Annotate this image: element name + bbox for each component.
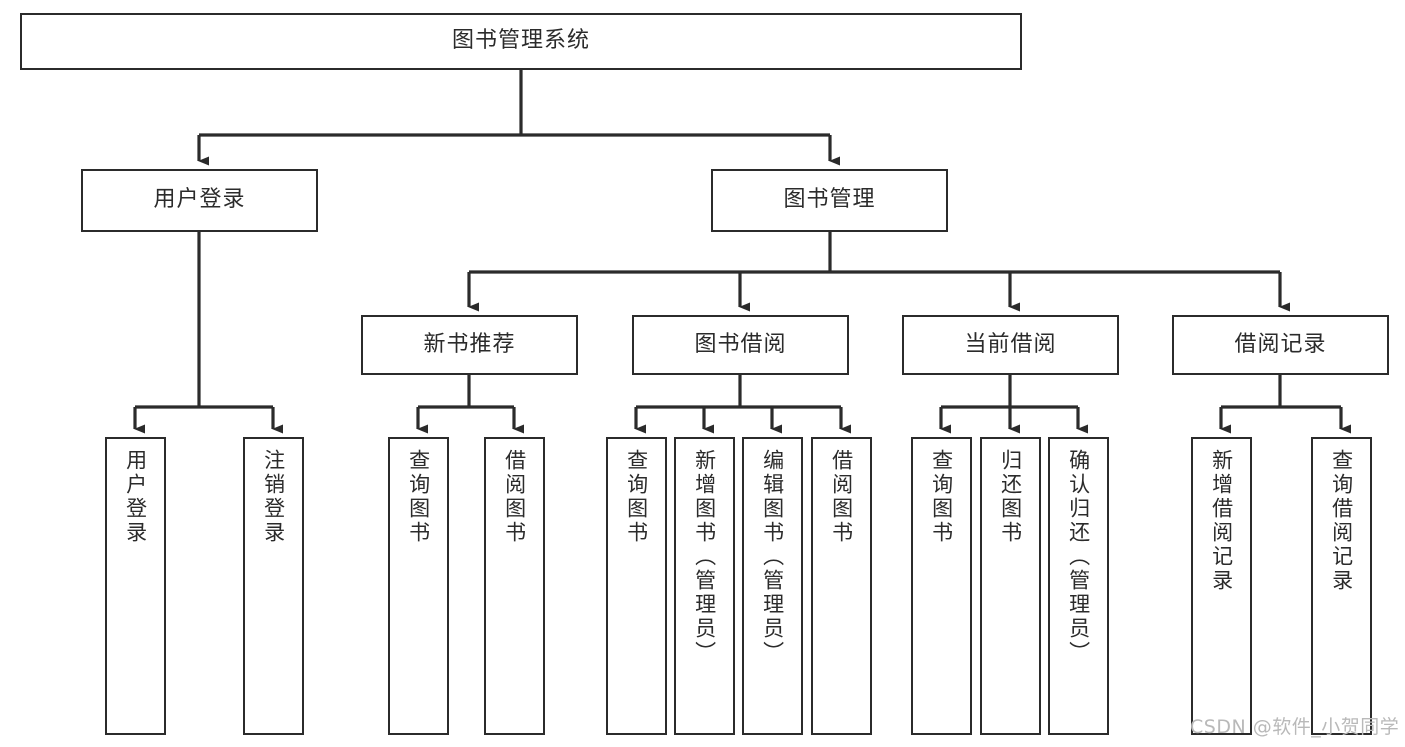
node-label: 确认归还（管理员） (1066, 449, 1091, 665)
node-label: 查询图书 (929, 449, 954, 545)
node-borrow-records[interactable]: 借阅记录 (1172, 315, 1389, 375)
node-label: 借阅图书 (502, 449, 527, 545)
node-label: 借阅图书 (829, 449, 854, 545)
node-label: 图书管理 (783, 187, 876, 213)
node-label: 新书推荐 (423, 331, 516, 357)
node-book-borrow[interactable]: 图书借阅 (632, 315, 849, 375)
leaf-confirm-return-admin[interactable]: 确认归还（管理员） (1048, 437, 1109, 735)
node-book-management[interactable]: 图书管理 (711, 169, 948, 232)
node-label: 查询借阅记录 (1329, 449, 1354, 593)
node-label: 新增图书（管理员） (692, 449, 717, 665)
node-label: 图书借阅 (694, 331, 787, 357)
node-root-library-system[interactable]: 图书管理系统 (20, 13, 1022, 70)
leaf-query-borrow-record[interactable]: 查询借阅记录 (1311, 437, 1372, 735)
node-label: 编辑图书（管理员） (760, 449, 785, 665)
node-label: 图书管理系统 (451, 28, 590, 54)
leaf-add-borrow-record[interactable]: 新增借阅记录 (1191, 437, 1252, 735)
leaf-user-login[interactable]: 用户登录 (105, 437, 166, 735)
node-user-login[interactable]: 用户登录 (81, 169, 318, 232)
node-label: 用户登录 (153, 187, 246, 213)
node-label: 注销登录 (261, 449, 286, 545)
csdn-watermark: CSDN @软件_小贺同学 (1190, 716, 1400, 738)
leaf-query-book-current[interactable]: 查询图书 (911, 437, 972, 735)
node-label: 新增借阅记录 (1209, 449, 1234, 593)
node-label: 当前借阅 (964, 331, 1057, 357)
node-label: 借阅记录 (1234, 331, 1327, 357)
leaf-edit-book-admin[interactable]: 编辑图书（管理员） (742, 437, 803, 735)
leaf-return-book[interactable]: 归还图书 (980, 437, 1041, 735)
node-new-book-recommend[interactable]: 新书推荐 (361, 315, 578, 375)
leaf-query-book-borrow[interactable]: 查询图书 (606, 437, 667, 735)
leaf-borrow-book-recommend[interactable]: 借阅图书 (484, 437, 545, 735)
node-label: 归还图书 (998, 449, 1023, 545)
leaf-add-book-admin[interactable]: 新增图书（管理员） (674, 437, 735, 735)
leaf-query-book-recommend[interactable]: 查询图书 (388, 437, 449, 735)
node-label: 用户登录 (123, 449, 148, 545)
node-current-borrow[interactable]: 当前借阅 (902, 315, 1119, 375)
leaf-logout[interactable]: 注销登录 (243, 437, 304, 735)
node-label: 查询图书 (624, 449, 649, 545)
node-label: 查询图书 (406, 449, 431, 545)
leaf-borrow-book[interactable]: 借阅图书 (811, 437, 872, 735)
